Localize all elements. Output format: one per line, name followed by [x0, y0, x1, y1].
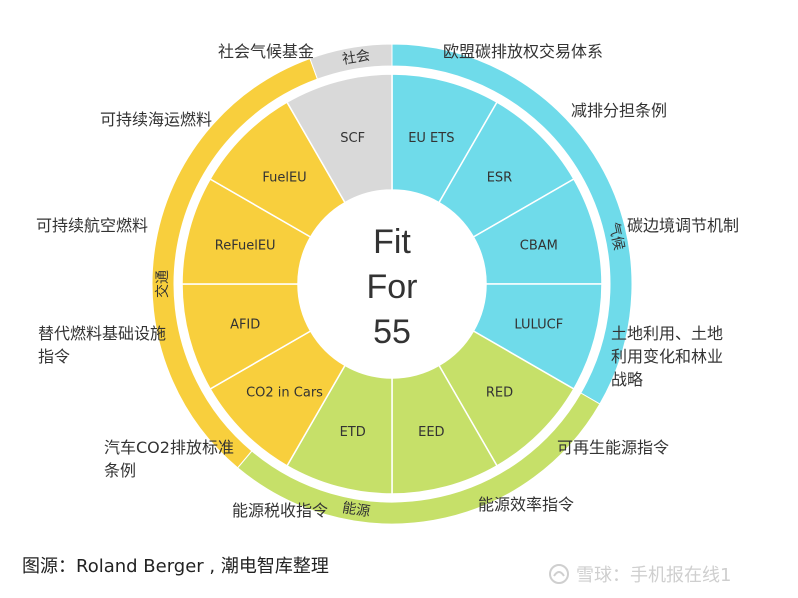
- segment-label: FuelEU: [262, 171, 306, 186]
- label-eed: 能源效率指令: [478, 495, 575, 514]
- center-title-line1: Fit: [373, 223, 411, 261]
- snowball-logo-icon: [549, 564, 569, 584]
- segment-label: LULUCF: [514, 317, 563, 332]
- segment-label: CO2 in Cars: [246, 385, 323, 400]
- segment-label: ReFuelEU: [215, 239, 276, 254]
- label-eu-ets: 欧盟碳排放权交易体系: [443, 42, 604, 61]
- label-cbam: 碳边境调节机制: [627, 216, 740, 235]
- center-circle: [298, 190, 486, 378]
- ring-label-transport: 交通: [154, 270, 171, 298]
- segment-label: AFID: [230, 317, 260, 332]
- segment-label: ETD: [340, 425, 366, 440]
- label-fueleu: 可持续海运燃料: [100, 110, 213, 129]
- ring-arc-social: [309, 43, 393, 80]
- source-caption: 图源：Roland Berger , 潮电智库整理: [22, 556, 329, 577]
- segment-label: SCF: [340, 131, 365, 146]
- watermark-text: 雪球：手机报在线1: [576, 565, 732, 586]
- label-esr: 减排分担条例: [571, 101, 668, 120]
- ring-label-energy: 能源: [341, 500, 371, 520]
- label-red: 可再生能源指令: [557, 438, 670, 457]
- center-hub: Fit For 55: [298, 190, 486, 378]
- label-etd: 能源税收指令: [232, 501, 329, 520]
- center-title-line2: For: [367, 268, 418, 306]
- ring-arc-energy: [237, 392, 601, 525]
- label-afid: 替代燃料基础设施指令: [38, 324, 167, 366]
- label-refueleu: 可持续航空燃料: [36, 216, 149, 235]
- segment-label: ESR: [487, 171, 513, 186]
- label-co2-cars: 汽车CO2排放标准条例: [104, 438, 234, 480]
- segment-label: CBAM: [520, 239, 558, 254]
- segment-label: RED: [486, 385, 513, 400]
- ring-label-climate: 气候: [605, 221, 626, 252]
- segment-label: EU ETS: [408, 131, 454, 146]
- measure-segments: EU ETS ESR CBAM LULUCF RED EED ETD CO2 in Cars A…: [181, 73, 603, 495]
- watermark: 雪球：手机报在线1: [548, 561, 731, 587]
- center-title-line3: 55: [373, 313, 411, 351]
- segment-label: EED: [418, 425, 444, 440]
- label-scf: 社会气候基金: [218, 42, 315, 61]
- category-ring: [151, 43, 633, 525]
- ring-label-social: 社会: [341, 48, 371, 68]
- label-lulucf: 土地利用、土地利用变化和林业战略: [611, 324, 724, 389]
